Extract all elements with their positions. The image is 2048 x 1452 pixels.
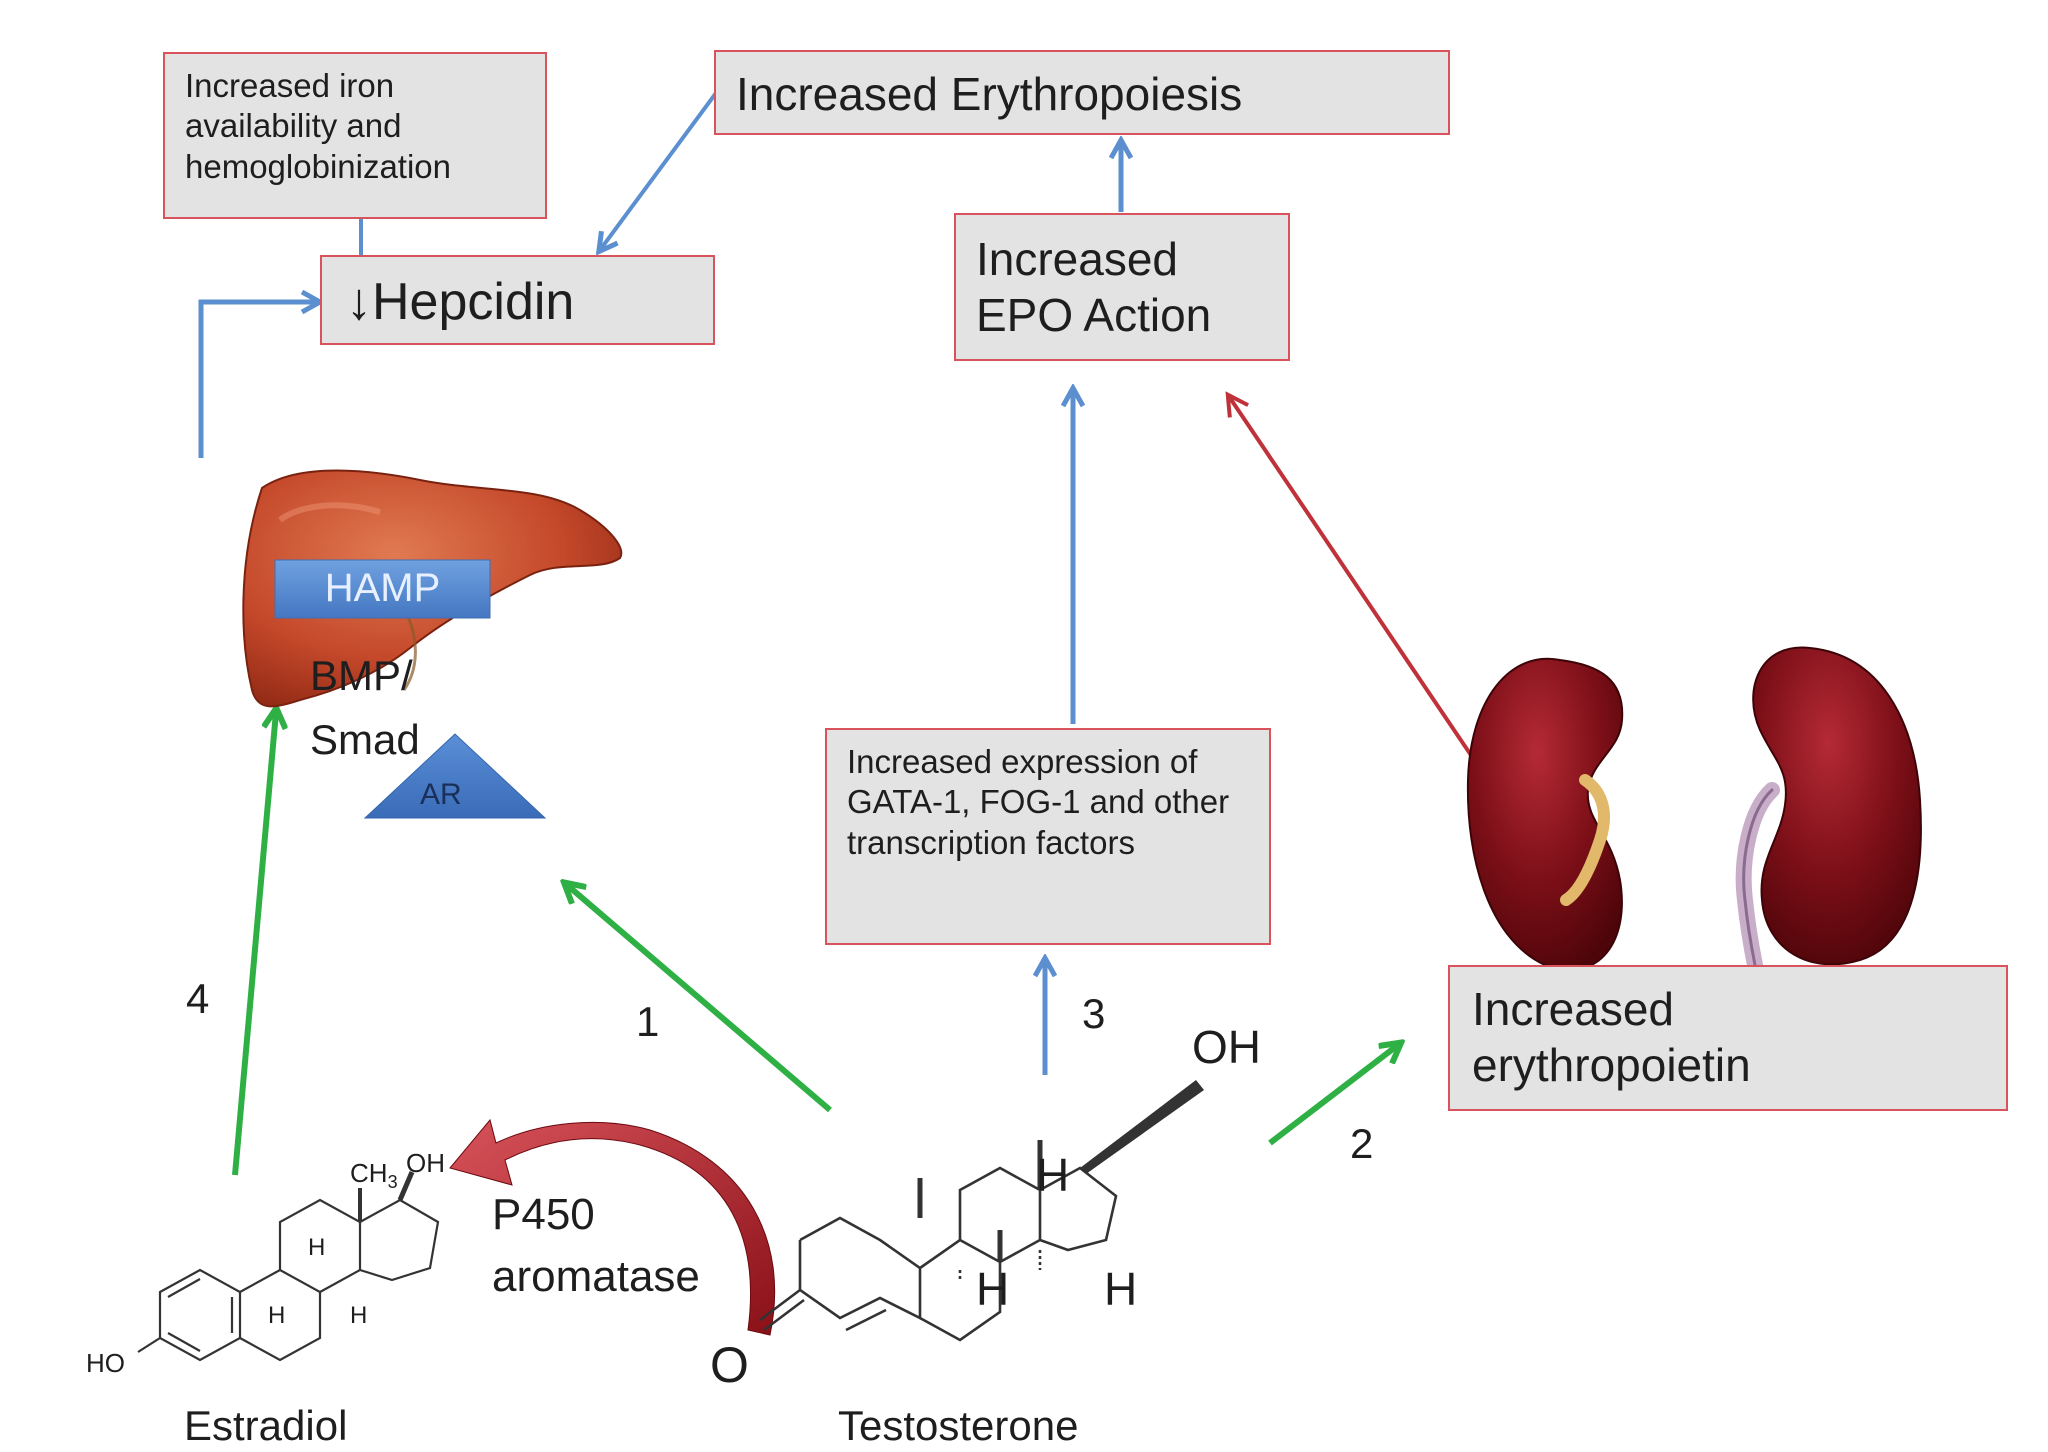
- testosterone-oh: OH: [1192, 1021, 1261, 1073]
- transcription-factors-text: Increased expression of GATA-1, FOG-1 an…: [847, 743, 1230, 861]
- aromatase-label-line1: P450: [492, 1190, 595, 1239]
- arrow-number-2: 2: [1350, 1120, 1374, 1167]
- down-arrow-icon: ↓: [346, 273, 372, 331]
- ar-label: AR: [420, 778, 462, 811]
- aromatase-arrow: [449, 1118, 776, 1336]
- erythropoietin-line2: erythropoietin: [1472, 1039, 1751, 1092]
- estradiol-ch3-text: CH: [350, 1158, 388, 1188]
- estradiol-h2: H: [268, 1302, 286, 1329]
- testosterone-h1: H: [1036, 1149, 1070, 1201]
- arrow-4: [232, 712, 276, 1176]
- liver-to-hepcidin-arrow: [198, 302, 318, 458]
- arrow-number-4: 4: [186, 975, 210, 1022]
- estradiol-label: Estradiol: [184, 1402, 348, 1449]
- testosterone-structure: [759, 1080, 1204, 1342]
- erythropoiesis-text: Increased Erythropoiesis: [736, 68, 1243, 120]
- hepcidin-box: ↓Hepcidin: [320, 255, 715, 345]
- hamp-bar: [274, 559, 491, 619]
- ar-triangle: [363, 733, 547, 819]
- transcription-factors-box: Increased expression of GATA-1, FOG-1 an…: [825, 728, 1271, 945]
- epo-action-box: Increased EPO Action: [954, 213, 1290, 361]
- hepcidin-text: Hepcidin: [372, 273, 575, 331]
- estradiol-h3: H: [350, 1302, 368, 1329]
- arrow-1: [567, 885, 832, 1113]
- arrow-number-1: 1: [636, 998, 660, 1045]
- iron-availability-box: Increased iron availability and hemoglob…: [163, 52, 547, 219]
- testosterone-o: O: [710, 1337, 749, 1393]
- epo-action-line1: Increased: [976, 233, 1179, 285]
- erythropoietin-box: Increased erythropoietin: [1448, 965, 2008, 1111]
- bmp-smad-label-line1: BMP/: [310, 652, 413, 699]
- arrow-number-3: 3: [1082, 990, 1106, 1037]
- estradiol-h1: H: [308, 1234, 326, 1261]
- estradiol-ch3: CH3: [350, 1158, 398, 1193]
- aromatase-label-line2: aromatase: [492, 1252, 700, 1301]
- erythropoietin-line1: Increased: [1472, 983, 1675, 1035]
- kidneys-illustration: [1466, 646, 1922, 973]
- iron-availability-text: Increased iron availability and hemoglob…: [185, 67, 452, 185]
- estradiol-ho: HO: [86, 1348, 125, 1378]
- estradiol-structure: [137, 1171, 440, 1362]
- bmp-smad-label-line2: Smad: [310, 716, 420, 763]
- epo-action-line2: EPO Action: [976, 289, 1212, 342]
- testosterone-label: Testosterone: [838, 1402, 1079, 1449]
- estradiol-ch3-subscript: 3: [387, 1172, 398, 1193]
- estradiol-oh: OH: [406, 1148, 445, 1178]
- testosterone-h3: H: [1104, 1263, 1138, 1315]
- erythropoiesis-box: Increased Erythropoiesis: [714, 50, 1450, 135]
- arrow-2: [1268, 1045, 1398, 1146]
- kidney-to-epo-arrow: [1230, 398, 1510, 812]
- testosterone-h2: H: [976, 1263, 1010, 1315]
- erythropoiesis-to-hepcidin-arrow: [600, 91, 718, 250]
- hamp-label: HAMP: [324, 566, 441, 610]
